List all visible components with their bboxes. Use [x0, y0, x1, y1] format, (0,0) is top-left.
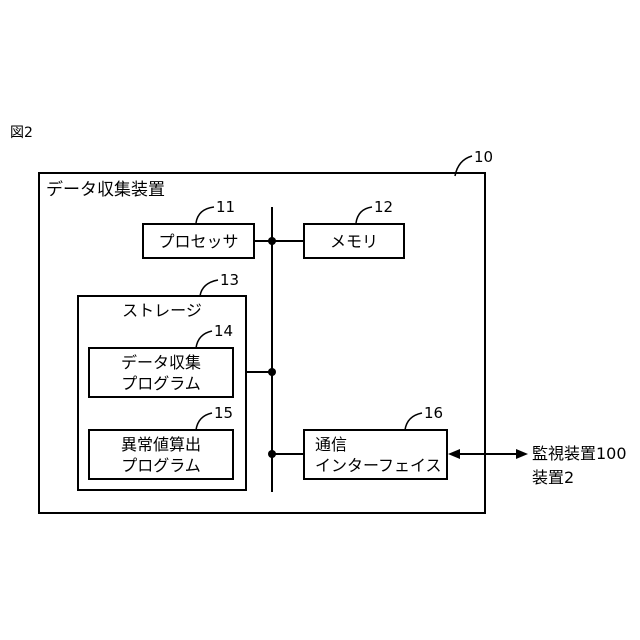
processor-box: プロセッサ: [142, 223, 255, 259]
figure-label: 図2: [10, 126, 33, 140]
anomaly-program-ref: 15: [214, 406, 233, 421]
memory-ref: 12: [374, 200, 393, 215]
data-collection-program-ref: 14: [214, 324, 233, 339]
comm-interface-line2: インターフェイス: [315, 458, 442, 474]
device-ref: 10: [474, 150, 493, 165]
processor-ref: 11: [216, 200, 235, 215]
data-collection-program-line2: プログラム: [90, 376, 232, 392]
storage-label: ストレージ: [77, 303, 247, 319]
processor-label: プロセッサ: [144, 234, 253, 250]
memory-box: メモリ: [303, 223, 405, 259]
anomaly-program-box: 異常値算出 プログラム: [88, 429, 234, 480]
comm-interface-line1: 通信: [315, 437, 347, 453]
comm-interface-ref: 16: [424, 406, 443, 421]
anomaly-program-line1: 異常値算出: [90, 437, 232, 453]
anomaly-program-line2: プログラム: [90, 458, 232, 474]
comm-interface-box: 通信 インターフェイス: [303, 429, 448, 480]
data-collection-program-line1: データ収集: [90, 355, 232, 371]
data-collection-program-box: データ収集 プログラム: [88, 347, 234, 398]
storage-ref: 13: [220, 273, 239, 288]
external-device-line1: 監視装置100: [532, 446, 627, 462]
device-title: データ収集装置: [46, 182, 165, 199]
arrow-right-head: [516, 449, 528, 459]
memory-label: メモリ: [305, 234, 403, 250]
external-device-line2: 装置2: [532, 470, 574, 486]
